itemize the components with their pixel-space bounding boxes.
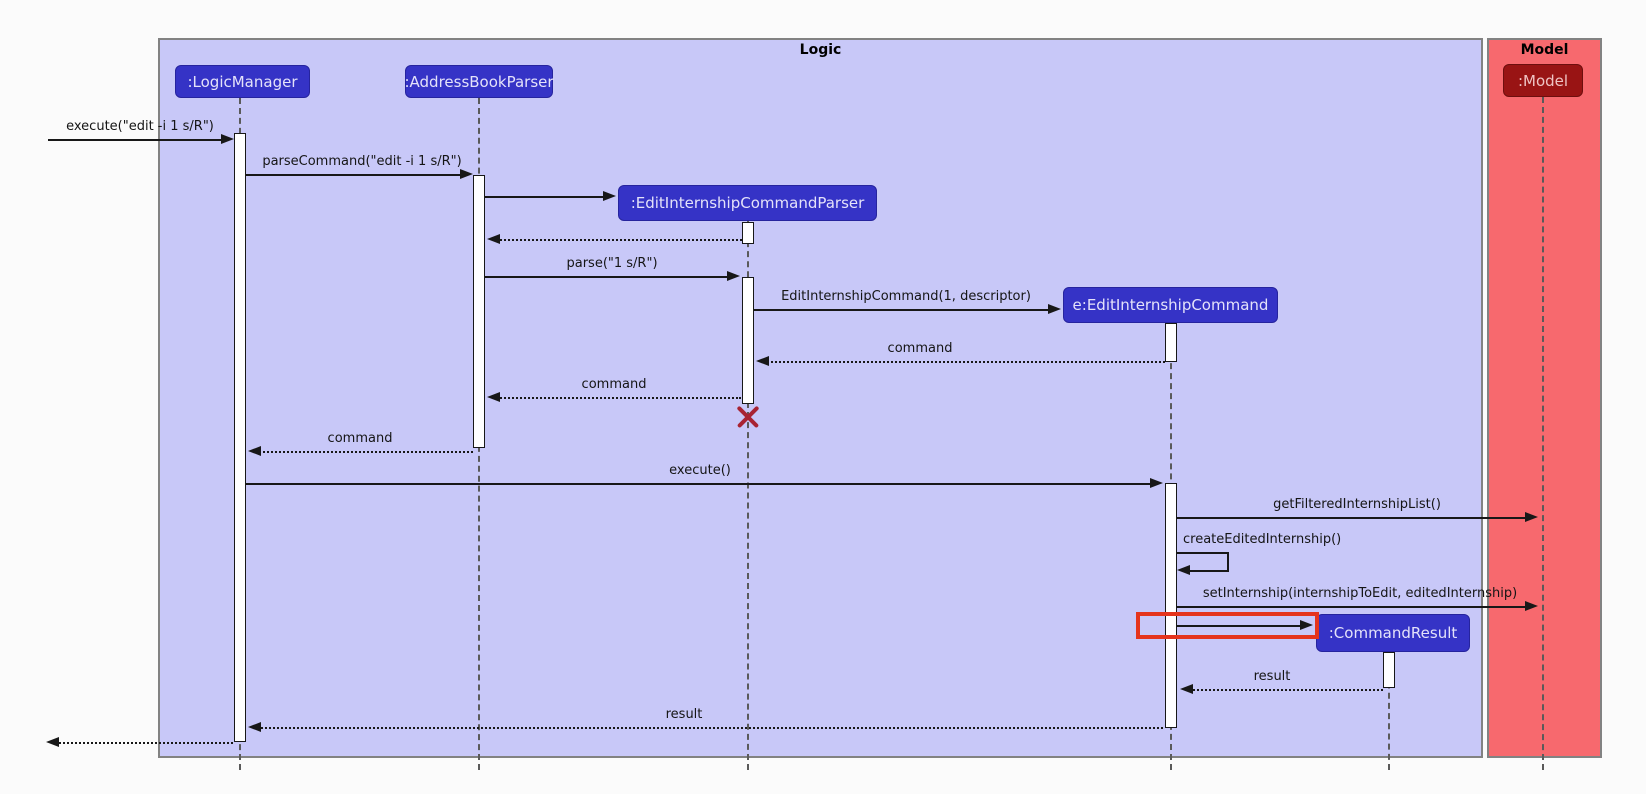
- message-arrowhead-result-return-1: [1180, 684, 1193, 694]
- activation-edit-internship-command-parser-2: [742, 277, 754, 404]
- message-line-result-return-2: [258, 727, 1163, 729]
- highlight-rectangle: [1136, 612, 1319, 639]
- message-arrowhead-result-return-2: [248, 722, 261, 732]
- participant-address-book-parser: :AddressBookParser: [404, 65, 554, 98]
- message-label-result-return-1: result: [1253, 669, 1291, 684]
- message-arrowhead-get-filtered-internship-list: [1525, 512, 1538, 522]
- message-line-command-return-2: [497, 397, 741, 399]
- self-message-side-create-edited-internship: [1227, 553, 1229, 571]
- activation-edit-internship-command-1: [1165, 323, 1177, 362]
- message-arrowhead-execute-command: [1150, 478, 1163, 488]
- model-frame-title: Model: [1520, 42, 1569, 58]
- message-arrowhead-parse-command: [460, 169, 473, 179]
- model-frame: Model: [1487, 38, 1602, 758]
- message-line-result-out: [56, 742, 233, 744]
- message-line-create-command-result: [1177, 625, 1303, 627]
- message-label-get-filtered-internship-list: getFilteredInternshipList(): [1273, 497, 1441, 512]
- activation-command-result: [1383, 652, 1395, 688]
- self-message-bottom-create-edited-internship: [1187, 570, 1229, 572]
- activation-logic-manager: [234, 133, 246, 742]
- message-arrowhead-new-edit-internship-command: [1048, 304, 1061, 314]
- message-label-set-internship: setInternship(internshipToEdit, editedIn…: [1202, 586, 1518, 601]
- message-line-command-return-3: [258, 451, 473, 453]
- message-label-parse: parse("1 s/R"): [566, 256, 658, 271]
- self-message-top-create-edited-internship: [1177, 552, 1229, 554]
- lifeline-command-result: [1388, 652, 1390, 770]
- message-line-parser-created-return: [497, 239, 742, 241]
- message-line-execute-in: [48, 139, 224, 141]
- message-line-execute-command: [246, 483, 1153, 485]
- self-message-arrowhead-create-edited-internship: [1177, 565, 1190, 575]
- message-arrowhead-set-internship: [1525, 601, 1538, 611]
- logic-frame-title: Logic: [799, 42, 842, 58]
- message-label-command-return-3: command: [327, 431, 393, 446]
- participant-logic-manager: :LogicManager: [175, 65, 310, 98]
- lifeline-model: [1542, 97, 1544, 770]
- participant-model: :Model: [1503, 64, 1583, 97]
- message-line-result-return-1: [1190, 689, 1383, 691]
- message-label-parse-command: parseCommand("edit -i 1 s/R"): [262, 154, 462, 169]
- message-line-command-return-1: [766, 361, 1165, 363]
- message-line-new-edit-internship-command: [754, 309, 1051, 311]
- message-label-new-edit-internship-command: EditInternshipCommand(1, descriptor): [781, 289, 1031, 304]
- message-arrowhead-command-return-1: [756, 356, 769, 366]
- message-label-execute-command: execute(): [669, 463, 731, 478]
- message-arrowhead-create-command-result: [1300, 620, 1313, 630]
- message-arrowhead-command-return-2: [487, 392, 500, 402]
- message-arrowhead-execute-in: [221, 134, 234, 144]
- message-line-parse-command: [246, 174, 463, 176]
- message-arrowhead-parser-created-return: [487, 234, 500, 244]
- message-label-execute-in: execute("edit -i 1 s/R"): [66, 119, 214, 134]
- message-label-command-return-2: command: [581, 377, 647, 392]
- message-label-command-return-1: command: [887, 341, 953, 356]
- message-arrowhead-command-return-3: [248, 446, 261, 456]
- message-line-get-filtered-internship-list: [1177, 517, 1528, 519]
- logic-frame: Logic: [158, 38, 1483, 758]
- participant-command-result: :CommandResult: [1316, 614, 1470, 652]
- message-arrowhead-result-out: [46, 737, 59, 747]
- message-line-set-internship: [1177, 606, 1528, 608]
- destroy-x-icon: [734, 403, 762, 431]
- self-message-label-create-edited-internship: createEditedInternship(): [1183, 532, 1342, 547]
- message-label-result-return-2: result: [665, 707, 703, 722]
- activation-address-book-parser: [473, 175, 485, 448]
- participant-edit-internship-command-parser: :EditInternshipCommandParser: [618, 185, 877, 221]
- message-line-parse: [485, 276, 730, 278]
- participant-edit-internship-command: e:EditInternshipCommand: [1063, 287, 1278, 323]
- lifeline-edit-internship-command-parser: [747, 221, 749, 770]
- activation-edit-internship-command-2: [1165, 483, 1177, 728]
- message-arrowhead-create-parser: [603, 191, 616, 201]
- activation-edit-internship-command-parser-1: [742, 222, 754, 244]
- message-line-create-parser: [485, 196, 606, 198]
- message-arrowhead-parse: [727, 271, 740, 281]
